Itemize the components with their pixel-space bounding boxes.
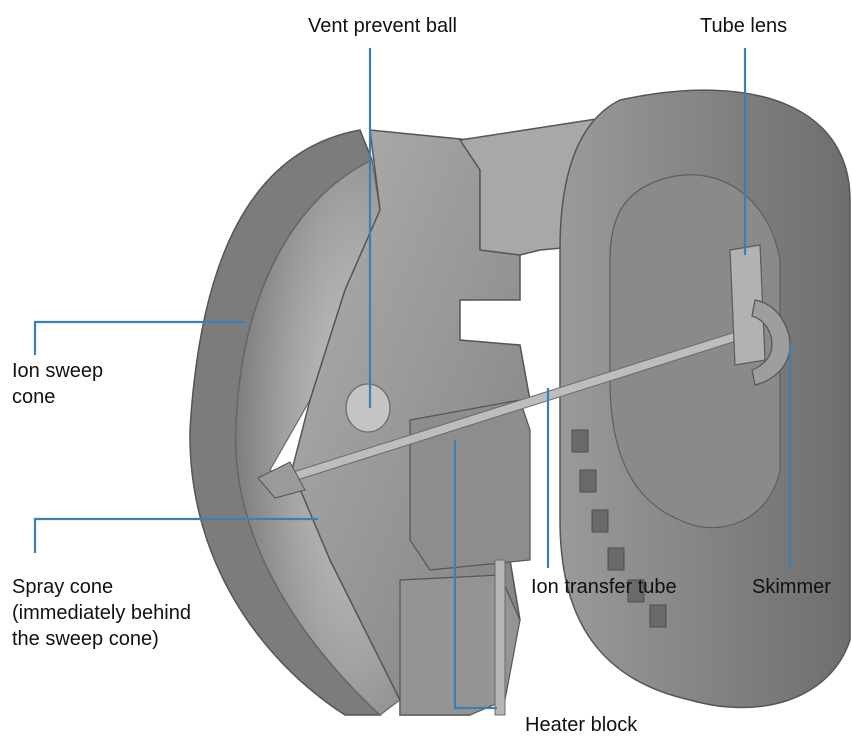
leader-spray-cone xyxy=(33,517,318,553)
label-spray-cone-line-2: (immediately behind xyxy=(12,602,191,624)
skimmer xyxy=(751,299,791,386)
label-skimmer: Skimmer xyxy=(752,576,831,598)
label-ion-transfer-tube: Ion transfer tube xyxy=(531,576,677,598)
label-ion-sweep-cone: Ion sweep cone xyxy=(12,358,103,410)
leader-lines xyxy=(33,48,792,710)
label-spray-cone-line-3: the sweep cone) xyxy=(12,628,159,650)
label-spray-cone: Spray cone (immediately behind the sweep… xyxy=(12,574,191,652)
label-heater-block: Heater block xyxy=(525,714,638,736)
label-tube-lens: Tube lens xyxy=(700,15,788,37)
vent-prevent-ball xyxy=(345,383,391,433)
label-ion-sweep-cone-line-2: cone xyxy=(12,386,56,408)
leader-ion-sweep-cone xyxy=(33,320,244,355)
back-disc-teeth xyxy=(571,429,667,628)
label-ion-sweep-cone-line-1: Ion sweep xyxy=(12,360,104,382)
label-spray-cone-line-1: Spray cone xyxy=(12,576,114,598)
tube-lens xyxy=(729,244,766,366)
spray-cone-tip xyxy=(257,461,306,499)
heater-lead-pipe xyxy=(494,559,506,716)
ion-sweep-cone xyxy=(235,159,401,716)
leader-heater-block xyxy=(453,440,497,710)
label-vent-prevent-ball: Vent prevent ball xyxy=(308,15,457,37)
